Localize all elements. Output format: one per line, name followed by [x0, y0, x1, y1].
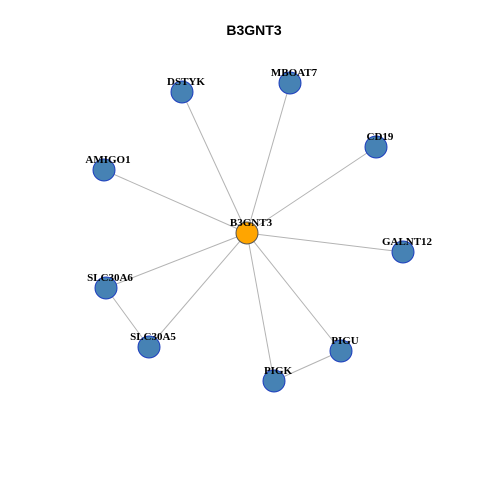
edge-b3gnt3-slc30a5 — [148, 232, 248, 348]
node-pigk: PIGK — [262, 365, 293, 393]
node-circle-amigo1 — [92, 158, 116, 182]
node-label-b3gnt3: B3GNT3 — [230, 217, 273, 229]
node-b3gnt3: B3GNT3 — [230, 217, 273, 245]
graph-title: B3GNT3 — [226, 22, 281, 38]
node-label-cd19: CD19 — [367, 131, 394, 143]
edges — [103, 82, 404, 382]
node-label-mboat7: MBOAT7 — [271, 67, 318, 79]
node-circle-mboat7 — [278, 71, 302, 95]
node-dstyk: DSTYK — [167, 76, 205, 104]
node-circle-pigu — [329, 339, 353, 363]
node-label-galnt12: GALNT12 — [382, 236, 433, 248]
node-cd19: CD19 — [364, 131, 394, 159]
edge-b3gnt3-amigo1 — [103, 169, 248, 234]
node-label-dstyk: DSTYK — [167, 76, 205, 88]
edge-b3gnt3-galnt12 — [246, 232, 404, 253]
edge-slc30a6-slc30a5 — [105, 287, 150, 348]
node-slc30a6: SLC30A6 — [87, 272, 133, 300]
edge-pigk-pigu — [273, 350, 342, 382]
node-circle-slc30a5 — [137, 335, 161, 359]
node-label-amigo1: AMIGO1 — [85, 154, 130, 166]
edge-b3gnt3-cd19 — [246, 146, 377, 234]
node-circle-galnt12 — [391, 240, 415, 264]
node-label-pigu: PIGU — [331, 335, 359, 347]
edge-b3gnt3-mboat7 — [246, 82, 291, 234]
edge-b3gnt3-slc30a6 — [105, 232, 248, 289]
edge-b3gnt3-pigu — [246, 232, 342, 352]
node-label-slc30a5: SLC30A5 — [130, 331, 176, 343]
node-circle-pigk — [262, 369, 286, 393]
node-circle-cd19 — [364, 135, 388, 159]
node-pigu: PIGU — [329, 335, 359, 363]
node-slc30a5: SLC30A5 — [130, 331, 176, 359]
node-galnt12: GALNT12 — [382, 236, 433, 264]
node-label-slc30a6: SLC30A6 — [87, 272, 133, 284]
node-circle-slc30a6 — [94, 276, 118, 300]
node-amigo1: AMIGO1 — [85, 154, 131, 182]
node-circle-dstyk — [170, 80, 194, 104]
node-label-pigk: PIGK — [264, 365, 293, 377]
nodes: B3GNT3 DSTYK MBOAT7CD19AMIGO1GALNT12SLC30A… — [85, 67, 433, 393]
edge-b3gnt3-dstyk — [181, 91, 248, 234]
edge-b3gnt3-pigk — [246, 232, 275, 382]
node-mboat7: MBOAT7 — [271, 67, 318, 95]
node-circle-b3gnt3 — [235, 221, 259, 245]
